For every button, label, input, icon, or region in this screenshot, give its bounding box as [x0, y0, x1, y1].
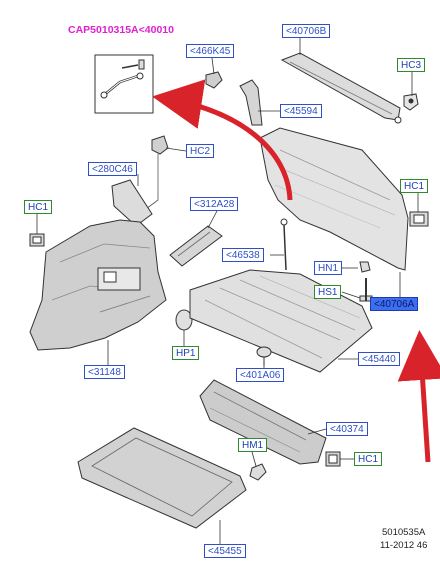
part-280c46	[111, 179, 153, 227]
callout-hc1-left[interactable]: HC1	[24, 200, 53, 214]
callout-280c46[interactable]: <280C46	[88, 162, 137, 176]
part-hc1-left	[29, 233, 45, 247]
callout-hc2[interactable]: HC2	[186, 144, 215, 158]
part-hc3	[403, 93, 419, 111]
callout-40706a-highlighted[interactable]: <40706A	[370, 297, 419, 311]
callout-45594[interactable]: <45594	[280, 104, 322, 118]
part-46538	[280, 218, 288, 271]
callout-46538[interactable]: <46538	[222, 248, 264, 262]
callout-hs1[interactable]: HS1	[314, 285, 342, 299]
red-arrow-to-inset	[152, 79, 293, 201]
part-31148	[29, 219, 167, 351]
part-40706b	[280, 52, 402, 124]
callout-45455[interactable]: <45455	[204, 544, 246, 558]
part-hc1-right	[409, 211, 429, 227]
callout-hp1[interactable]: HP1	[172, 346, 200, 360]
part-40374	[199, 379, 327, 465]
part-hc1-bottom	[325, 451, 341, 467]
callout-31148[interactable]: <31148	[84, 365, 125, 379]
figure-date: 11-2012 46	[380, 540, 428, 551]
part-45455	[77, 427, 247, 529]
callout-hc1-bottom[interactable]: HC1	[354, 452, 383, 466]
callout-hm1[interactable]: HM1	[238, 438, 268, 452]
callout-hn1[interactable]: HN1	[314, 261, 343, 275]
callout-401a06[interactable]: <401A06	[236, 368, 285, 382]
callout-40374[interactable]: <40374	[326, 422, 368, 436]
part-466k45	[205, 71, 223, 89]
figure-code: 5010535A	[382, 527, 426, 538]
callout-466k45[interactable]: <466K45	[186, 44, 235, 58]
callout-45440[interactable]: <45440	[358, 352, 400, 366]
callout-hc1-right[interactable]: HC1	[400, 179, 429, 193]
inset-box	[94, 54, 154, 114]
part-tonneau-panel	[259, 127, 409, 271]
callout-312a28[interactable]: <312A28	[190, 197, 239, 211]
part-312a28	[169, 225, 223, 267]
part-hn1	[359, 261, 371, 273]
part-45440	[189, 269, 373, 373]
reference-title: CAP5010315A<40010	[68, 24, 174, 36]
part-hm1	[249, 463, 267, 481]
callout-hc3[interactable]: HC3	[397, 58, 426, 72]
callout-40706b[interactable]: <40706B	[282, 24, 331, 38]
part-45594	[239, 79, 263, 126]
red-arrow-to-40706a	[397, 330, 440, 463]
